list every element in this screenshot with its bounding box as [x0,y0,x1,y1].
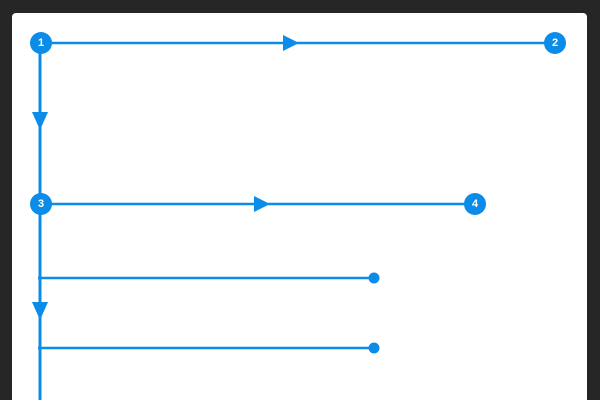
endpoint-dot-1 [368,272,380,284]
trunk-arrowhead-down-1 [32,112,48,130]
trunk-arrowhead-down-2 [32,302,48,320]
node-badge-4[interactable]: 4 [464,193,486,215]
endpoint-dot-2 [368,342,380,354]
connector-arrowhead-1 [283,35,299,51]
node-badge-2[interactable]: 2 [544,32,566,54]
node-badge-1[interactable]: 1 [30,32,52,54]
diagram-panel [12,13,587,400]
connector-arrowhead-2 [254,196,270,212]
node-badge-3[interactable]: 3 [30,193,52,215]
